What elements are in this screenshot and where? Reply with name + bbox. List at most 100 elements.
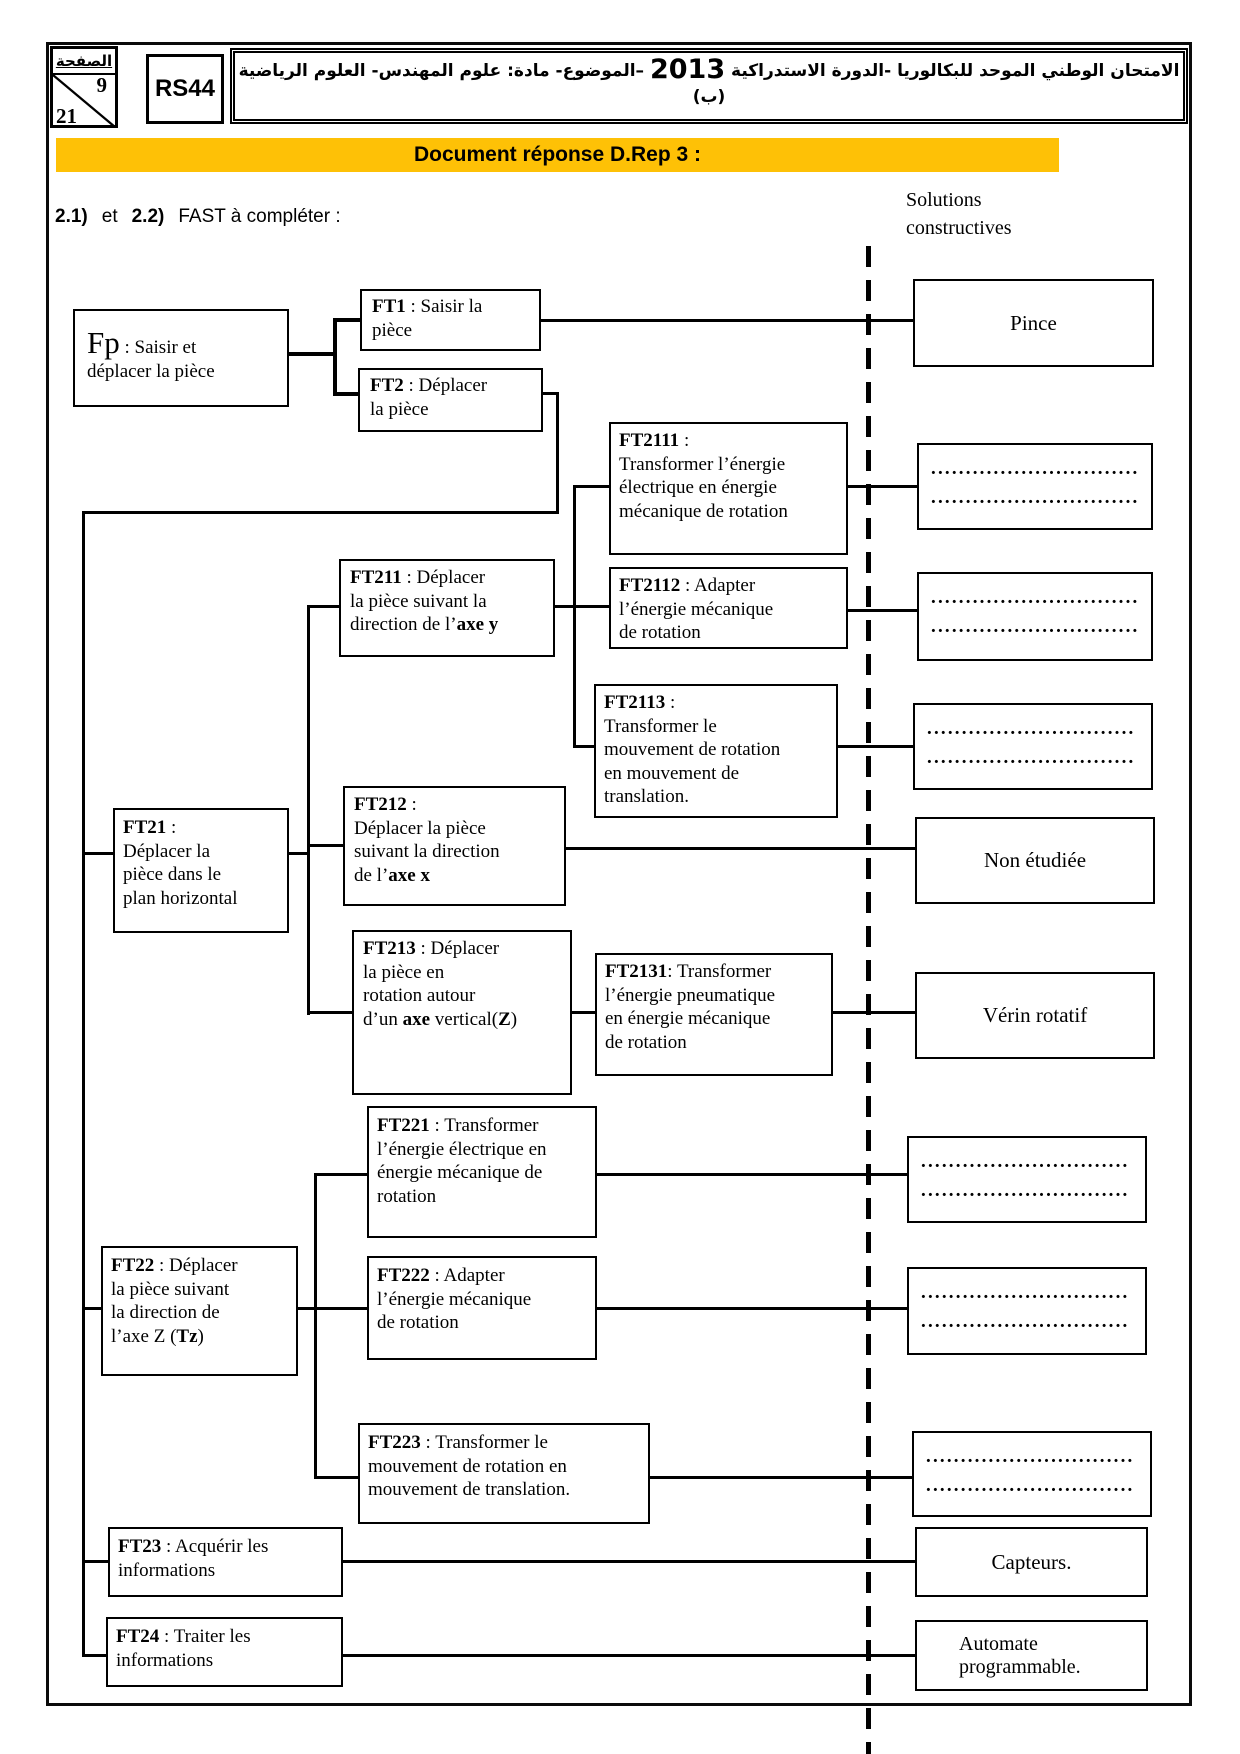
connector: [597, 1173, 907, 1176]
connector: [85, 852, 113, 855]
exam-year: 2013: [649, 54, 726, 85]
connector: [82, 511, 559, 514]
connector: [556, 392, 559, 514]
connector: [566, 847, 915, 850]
connector: [289, 352, 336, 356]
page-label: الصفحة: [53, 49, 115, 75]
page-current: 9: [96, 73, 108, 97]
connector: [573, 485, 576, 748]
node-ft1: FT1 : Saisir la pièce: [360, 289, 541, 351]
node-ft221: FT221 : Transformer l’énergie électrique…: [367, 1106, 597, 1238]
title-part-pre: الامتحان الوطني الموحد للبكالوريا -الدور…: [725, 61, 1180, 81]
connector: [310, 1011, 352, 1014]
dotted-answer-line: ..............................: [921, 1283, 1130, 1303]
dotted-answer-line: ..............................: [926, 1476, 1135, 1496]
exam-title-line2: (ب): [692, 86, 726, 107]
node-ft223: FT223 : Transformer le mouvement de rota…: [358, 1423, 650, 1524]
node-ft2: FT2 : Déplacer la pièce: [358, 368, 543, 432]
connector: [314, 1173, 367, 1176]
dotted-answer-line: ..............................: [921, 1181, 1130, 1201]
connector: [343, 1654, 915, 1657]
page-number-box: الصفحة 9 21: [50, 46, 118, 128]
dotted-answer-line: ..............................: [921, 1152, 1130, 1172]
node-ft222: FT222 : Adapter l’énergie mécanique de r…: [367, 1256, 597, 1360]
connector: [541, 319, 913, 322]
connector: [307, 605, 310, 1015]
connector: [555, 605, 575, 608]
connector: [572, 1011, 595, 1014]
solution-non-etudiee: Non étudiée: [915, 817, 1155, 904]
solution-automate: Automate programmable.: [915, 1620, 1148, 1691]
node-ft24: FT24 : Traiter les informations: [106, 1617, 343, 1687]
connector: [650, 1476, 912, 1479]
answer-box-ft223[interactable]: .............................. .........…: [912, 1431, 1152, 1517]
connector: [310, 844, 343, 847]
exam-title-box: الامتحان الوطني الموحد للبكالوريا -الدور…: [230, 48, 1188, 124]
exam-title-line1: الامتحان الوطني الموحد للبكالوريا -الدور…: [235, 56, 1183, 85]
node-ft2131: FT2131: Transformer l’énergie pneumatiqu…: [595, 953, 833, 1076]
document-response-banner: Document réponse D.Rep 3 :: [56, 138, 1059, 172]
exam-code-box: RS44: [146, 54, 224, 124]
answer-box-ft222[interactable]: .............................. .........…: [907, 1267, 1147, 1355]
connector: [576, 605, 609, 608]
connector: [337, 318, 361, 322]
connector: [337, 392, 359, 396]
connector: [576, 485, 609, 488]
node-ft213: FT213 : Déplacer la pièce en rotation au…: [352, 930, 572, 1095]
dotted-answer-line: ..............................: [931, 617, 1139, 637]
node-ft2112: FT2112 : Adapter l’énergie mécanique de …: [609, 567, 848, 649]
connector: [82, 1654, 106, 1657]
question-2-2: 2.2): [131, 206, 165, 227]
answer-box-ft2112[interactable]: .............................. .........…: [917, 572, 1153, 661]
node-ft22: FT22 : Déplacer la pièce suivant la dire…: [101, 1246, 298, 1376]
connector: [833, 1011, 915, 1014]
solution-pince: Pince: [913, 279, 1154, 367]
solution-verin-rotatif: Vérin rotatif: [915, 972, 1155, 1059]
dotted-answer-line: ..............................: [926, 1447, 1135, 1467]
connector: [838, 745, 913, 748]
and-label: et: [101, 206, 118, 227]
connector: [298, 1307, 367, 1310]
dotted-answer-line: ..............................: [931, 588, 1139, 608]
node-ft212: FT212 : Déplacer la pièce suivant la dir…: [343, 786, 566, 906]
dashed-separator: [866, 246, 871, 1754]
connector: [82, 511, 85, 1657]
answer-box-ft2111[interactable]: .............................. .........…: [917, 443, 1153, 530]
node-ft23: FT23 : Acquérir les informations: [108, 1527, 343, 1597]
answer-box-ft2113[interactable]: .............................. .........…: [913, 703, 1153, 790]
node-ft211: FT211 : Déplacer la pièce suivant la dir…: [339, 559, 555, 657]
connector: [314, 1476, 358, 1479]
page-total: 21: [56, 104, 77, 128]
node-ft2111: FT2111 : Transformer l’énergie électriqu…: [609, 422, 848, 555]
answer-box-ft221[interactable]: .............................. .........…: [907, 1136, 1147, 1223]
solutions-column-header: Solutions constructives: [906, 189, 1012, 239]
page-fraction-cell: 9 21: [53, 73, 115, 128]
dotted-answer-line: ..............................: [931, 459, 1139, 479]
connector: [543, 392, 559, 395]
node-fp: Fp : Saisir et déplacer la pièce: [73, 309, 289, 407]
connector: [289, 852, 309, 855]
dotted-answer-line: ..............................: [927, 719, 1136, 739]
dotted-answer-line: ..............................: [921, 1312, 1130, 1332]
connector: [82, 1307, 101, 1310]
title-part-post: –الموضوع- مادة: علوم المهندس- العلوم الر…: [238, 61, 650, 81]
connector: [343, 1560, 915, 1563]
connector: [848, 609, 917, 612]
connector: [333, 318, 337, 396]
connector: [314, 1173, 317, 1479]
connector: [82, 1560, 108, 1563]
solution-capteurs: Capteurs.: [915, 1527, 1148, 1597]
dotted-answer-line: ..............................: [931, 488, 1139, 508]
node-ft2113: FT2113 : Transformer le mouvement de rot…: [594, 684, 838, 818]
connector: [310, 605, 339, 608]
dotted-answer-line: ..............................: [927, 748, 1136, 768]
question-2-1: 2.1): [55, 206, 88, 227]
connector: [597, 1307, 907, 1310]
node-ft21: FT21 : Déplacer la pièce dans le plan ho…: [113, 808, 289, 933]
connector: [848, 485, 917, 488]
fast-label: FAST à compléter :: [178, 206, 341, 227]
page-border: [46, 42, 1192, 1706]
connector: [576, 745, 594, 748]
diagonal-line: [53, 75, 115, 127]
